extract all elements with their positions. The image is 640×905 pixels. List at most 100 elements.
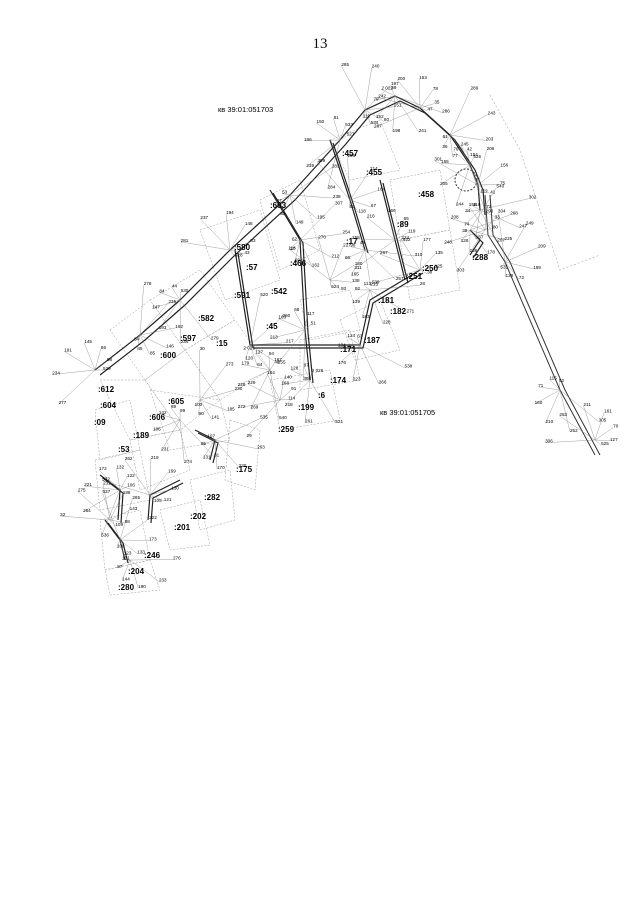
- leader-line: [282, 193, 291, 196]
- point-label: 144: [122, 577, 130, 582]
- corridor-branch: [310, 269, 421, 346]
- point-label: 70: [613, 424, 619, 429]
- leader-line: [366, 217, 396, 241]
- point-label: 91: [291, 386, 297, 391]
- parcel-boundary: [339, 299, 401, 361]
- leader-line: [299, 204, 336, 241]
- leader-line: [149, 459, 152, 496]
- leader-line: [462, 229, 471, 233]
- leader-line: [158, 299, 181, 330]
- corridor-branch: [272, 192, 314, 384]
- point-label: 533: [345, 122, 353, 127]
- leader-line: [329, 246, 344, 281]
- point-label: 285: [341, 62, 349, 67]
- leader-line: [444, 229, 486, 244]
- point-label: 64: [257, 362, 263, 367]
- point-label: 233: [159, 577, 167, 582]
- leader-line: [229, 249, 236, 257]
- point-label: 107: [207, 434, 215, 439]
- point-label: 539: [372, 279, 380, 284]
- corridor-branch: [150, 482, 184, 524]
- point-label: 158: [469, 202, 477, 207]
- point-label: 156: [501, 163, 509, 168]
- leader-line: [350, 249, 366, 276]
- leader-line: [60, 515, 111, 521]
- leader-line: [469, 157, 474, 166]
- leader-line: [381, 89, 396, 97]
- point-label: 122: [127, 473, 135, 478]
- leader-line: [378, 97, 421, 109]
- point-label: 194: [226, 210, 234, 215]
- point-label: 80: [384, 117, 390, 122]
- leader-line: [361, 289, 371, 318]
- leader-line: [246, 399, 281, 438]
- point-leader-lines: [52, 65, 614, 588]
- leader-line: [139, 334, 167, 348]
- corridor-branch: [382, 182, 409, 284]
- point-label: 108: [117, 543, 125, 548]
- parcel-label: :251: [406, 272, 423, 281]
- leader-line: [290, 369, 311, 381]
- leader-line: [124, 460, 151, 496]
- leader-line: [279, 399, 288, 401]
- parcel-boundary: [259, 179, 321, 271]
- parcel-label: :53: [118, 445, 130, 454]
- point-label: 530: [181, 288, 189, 293]
- point-label: 69: [295, 257, 301, 262]
- leader-line: [469, 164, 486, 213]
- leader-line: [545, 439, 596, 443]
- point-label: 172: [99, 466, 107, 471]
- leader-line: [329, 279, 352, 283]
- point-label: 95: [201, 441, 207, 446]
- parcel-label: :174: [330, 376, 347, 385]
- parcel-label: :246: [144, 551, 161, 560]
- point-label: 270: [318, 235, 326, 240]
- point-label: 147: [152, 304, 160, 309]
- leader-line: [475, 209, 481, 239]
- point-label: 216: [367, 213, 375, 218]
- leader-line: [364, 249, 396, 281]
- leader-line: [84, 485, 121, 491]
- boundary-line: [489, 94, 601, 271]
- corridor-edge: [94, 95, 481, 371]
- page-number: 13: [312, 36, 328, 52]
- leader-line: [373, 107, 421, 128]
- point-label: 532: [102, 476, 110, 481]
- leader-line: [129, 559, 173, 561]
- leader-line: [119, 539, 149, 541]
- point-label: 34: [465, 208, 471, 213]
- point-label: 286: [442, 109, 450, 114]
- corridor-branch: [332, 142, 369, 254]
- point-label: 125: [435, 264, 443, 269]
- leader-line: [249, 316, 283, 346]
- parcel-label: :181: [378, 296, 395, 305]
- parcel-label: :612: [98, 385, 115, 394]
- point-label: 44: [172, 283, 178, 288]
- leader-line: [94, 348, 102, 371]
- leader-line: [369, 285, 420, 291]
- point-label: 132: [116, 464, 124, 469]
- parcel-boundary: [149, 389, 231, 451]
- leader-line: [327, 139, 341, 189]
- leader-line: [317, 161, 351, 201]
- point-label: 208: [451, 214, 459, 219]
- parcel-label: :597: [180, 334, 197, 343]
- point-label: 154: [470, 152, 478, 157]
- leader-line: [171, 287, 181, 301]
- leader-line: [477, 166, 501, 186]
- point-label: 67: [371, 203, 377, 208]
- parcel-label: :171: [340, 345, 357, 354]
- point-label: 162: [312, 262, 320, 267]
- point-label: 538: [405, 364, 413, 369]
- leader-line: [309, 372, 312, 381]
- point-label: 124: [347, 333, 355, 338]
- point-label: 521: [335, 419, 343, 424]
- point-label: 2 025: [243, 346, 255, 351]
- leader-line: [449, 114, 488, 136]
- leader-line: [109, 519, 125, 523]
- leader-line: [504, 261, 506, 277]
- point-label: 77: [453, 153, 459, 158]
- leader-line: [349, 190, 378, 201]
- leader-line: [277, 329, 306, 364]
- point-label: 275: [78, 487, 86, 492]
